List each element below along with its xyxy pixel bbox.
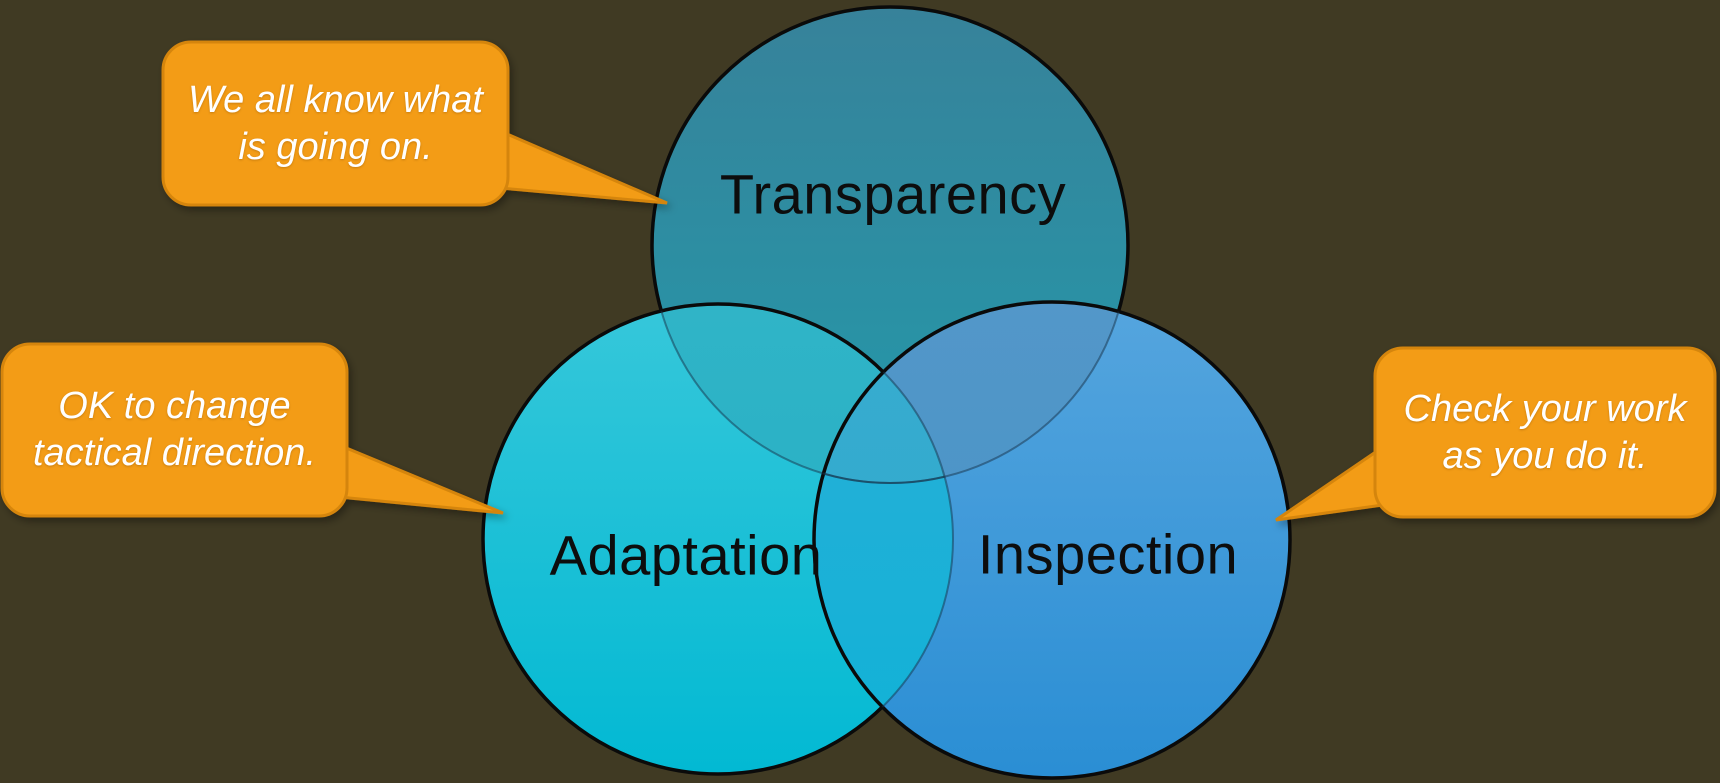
transparency-callout-text: We all know what is going on. <box>163 42 508 205</box>
adaptation-callout-bubble <box>0 342 504 518</box>
transparency-callout-box <box>161 40 510 207</box>
callout-line: as you do it. <box>1442 434 1648 477</box>
adaptation-inner-arc <box>814 303 954 775</box>
callout-line: tactical direction. <box>32 432 316 474</box>
adaptation-label: Adaptation <box>549 523 823 587</box>
transparency-inner-arc <box>814 302 1129 484</box>
callout-line: is going on. <box>238 125 433 168</box>
inspection-callout-text: Check your work as you do it. <box>1375 348 1715 517</box>
inspection-callout-box <box>1373 346 1717 519</box>
adaptation-callout-box <box>0 342 349 518</box>
transparency-callout-bubble <box>161 40 668 207</box>
callout-line: OK to change <box>58 385 291 427</box>
callout-line: Check your work <box>1403 387 1687 430</box>
transparency-adaptation-overlap <box>652 304 953 483</box>
adaptation-callout-text: OK to change tactical direction. <box>2 344 347 516</box>
inspection-label: Inspection <box>977 522 1239 586</box>
transparency-label: Transparency <box>719 162 1067 226</box>
callout-line: We all know what <box>188 78 483 121</box>
transparency-inspection-overlap <box>814 302 1128 483</box>
inspection-circle-outline <box>812 300 1292 780</box>
inspection-callout-bubble <box>1275 346 1717 522</box>
